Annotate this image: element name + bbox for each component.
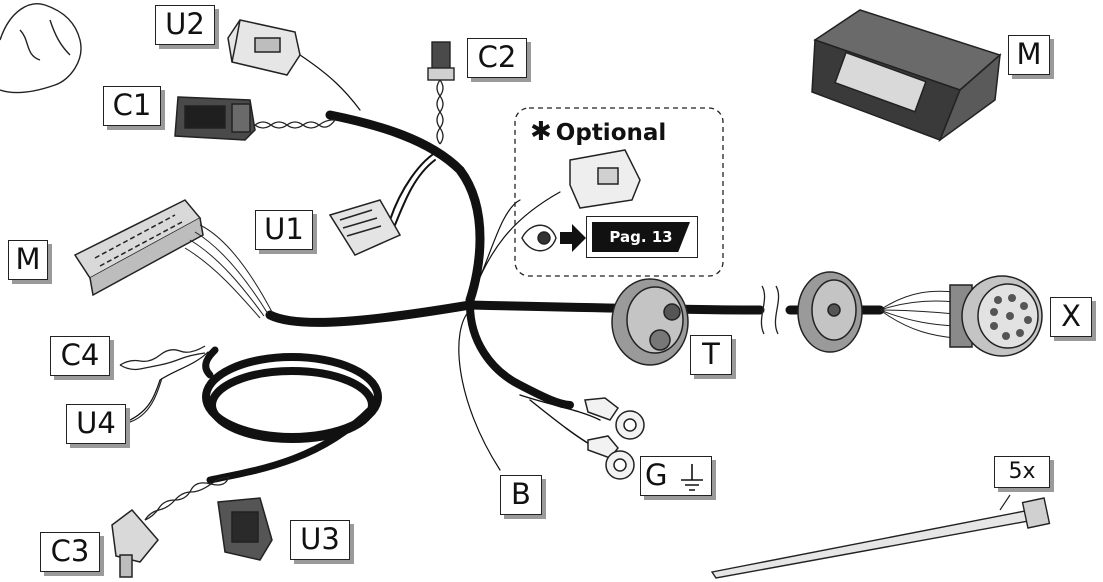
label-u1: U1 [255, 210, 313, 250]
connector-m-left [73, 199, 273, 319]
label-u4: U4 [66, 404, 126, 444]
cable-tie [710, 494, 1051, 579]
ground-icon [681, 464, 703, 491]
label-u3: U3 [290, 520, 350, 560]
grommet-x [797, 271, 863, 353]
x-wires [879, 290, 956, 339]
label-t: T [690, 335, 732, 375]
twisted-wires [119, 79, 444, 521]
parts-bag [0, 3, 82, 94]
leader-u4 [129, 377, 163, 423]
label-c1: C1 [103, 86, 161, 126]
connector-c1 [174, 96, 256, 141]
arrow-right-icon [560, 224, 586, 252]
connector-u2 [227, 19, 301, 76]
page-ref-badge: Pag. 13 [592, 222, 690, 252]
label-x: X [1050, 297, 1092, 337]
optional-box [514, 107, 724, 277]
connector-u3 [217, 497, 273, 561]
label-u2: U2 [155, 5, 215, 45]
optional-title: ✱Optional [530, 116, 666, 148]
label-c4: C4 [50, 336, 110, 376]
main-harness [129, 54, 885, 484]
label-g-text: G [645, 458, 668, 492]
ring-terminals-g [584, 397, 645, 480]
cable-break [760, 285, 780, 335]
label-qty: 5x [994, 456, 1050, 488]
connector-c2 [427, 41, 455, 81]
connector-u1 [328, 199, 402, 256]
connector-optional [569, 149, 641, 209]
label-c3: C3 [40, 532, 100, 572]
label-m-right: M [1008, 35, 1050, 75]
label-m-left: M [8, 240, 48, 280]
control-module-m [811, 9, 1002, 143]
eye-icon [521, 224, 557, 252]
label-g: G [640, 456, 712, 496]
plug-x [949, 275, 1043, 357]
label-c2: C2 [467, 38, 527, 78]
connector-c3 [111, 508, 159, 578]
optional-label: Optional [555, 120, 667, 146]
asterisk-icon: ✱ [530, 117, 552, 147]
page-ref-frame [586, 216, 698, 258]
grommet-t [611, 278, 689, 366]
label-b: B [500, 475, 542, 515]
